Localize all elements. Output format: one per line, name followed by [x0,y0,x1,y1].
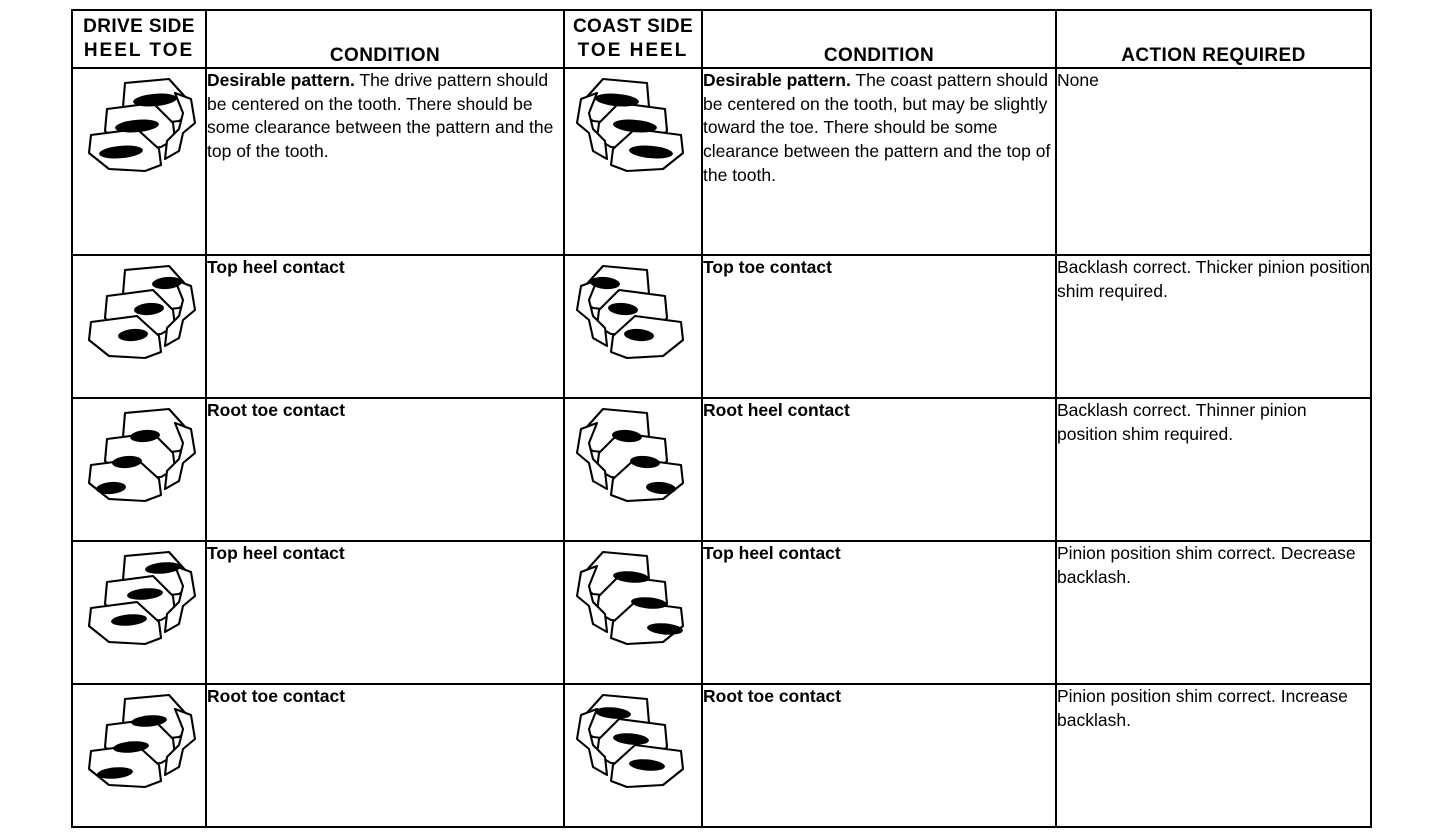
contact-patch-group [96,429,160,495]
header-drive-side-line2: HEEL TOE [83,40,195,61]
action-required-text: Pinion position shim correct. Decrease b… [1057,543,1356,587]
gear-teeth-drive-icon [87,693,197,789]
coast-pattern-illustration-cell [563,683,703,828]
coast-condition-cell: Desirable pattern. The coast pattern sho… [701,67,1057,256]
coast-condition-cell: Root toe contact [701,683,1057,828]
contact-patch-group [595,93,673,159]
drive-condition-cell: Root toe contact [205,397,565,542]
gear-teeth-coast-icon [575,693,685,789]
action-required-cell: Pinion position shim correct. Decrease b… [1055,540,1372,685]
coast-pattern-illustration-cell [563,540,703,685]
gear-teeth-coast-icon [575,264,685,360]
header-condition-drive-label: CONDITION [329,45,441,66]
drive-pattern-illustration-cell [71,67,207,256]
contact-patch-group [97,715,167,779]
header-action-required-label: ACTION REQUIRED [1121,45,1306,66]
drive-condition-lead: Desirable pattern. [207,70,355,90]
action-required-text: Backlash correct. Thicker pinion positio… [1057,257,1370,301]
contact-patch-group [595,707,665,771]
drive-condition-lead: Root toe contact [207,686,346,706]
coast-condition-cell: Top toe contact [701,254,1057,399]
drive-condition-cell: Root toe contact [205,683,565,828]
action-required-text: Pinion position shim correct. Increase b… [1057,686,1348,730]
action-required-text: Backlash correct. Thinner pinion positio… [1057,400,1307,444]
gear-teeth-drive-icon [87,77,197,173]
drive-condition-lead: Top heel contact [207,543,345,563]
header-condition-drive: CONDITION [205,9,565,69]
contact-patch-group [612,429,676,495]
table-header: DRIVE SIDE HEEL TOE CONDITION COAST SIDE… [71,9,1372,69]
contact-patch-group [590,276,654,342]
drive-condition-cell: Top heel contact [205,254,565,399]
header-coast-side-line2: TOE HEEL [577,40,689,61]
coast-condition-cell: Top heel contact [701,540,1057,685]
header-condition-coast-label: CONDITION [823,45,935,66]
drive-pattern-illustration-cell [71,254,207,399]
coast-condition-lead: Root toe contact [703,686,842,706]
action-required-cell: Backlash correct. Thicker pinion positio… [1055,254,1372,399]
drive-condition-lead: Top heel contact [207,257,345,277]
coast-condition-text: Desirable pattern. The coast pattern sho… [703,69,1055,187]
coast-pattern-illustration-cell [563,67,703,256]
drive-condition-body: The drive pattern should be centered on … [207,70,554,161]
gear-teeth-drive-icon [87,407,197,503]
header-drive-side: DRIVE SIDE HEEL TOE [71,9,207,69]
contact-patch-group [111,562,181,626]
gear-teeth-coast-icon [575,407,685,503]
action-required-cell: None [1055,67,1372,256]
drive-pattern-illustration-cell [71,683,207,828]
coast-pattern-illustration-cell [563,254,703,399]
coast-pattern-illustration-cell [563,397,703,542]
action-required-text: None [1057,70,1099,90]
coast-condition-body: The coast pattern should be centered on … [703,70,1051,185]
gear-teeth-drive-icon [87,550,197,646]
header-condition-coast: CONDITION [701,9,1057,69]
action-required-cell: Backlash correct. Thinner pinion positio… [1055,397,1372,542]
table-row: Desirable pattern. The drive pattern sho… [71,67,1372,256]
drive-condition-cell: Desirable pattern. The drive pattern sho… [205,67,565,256]
header-coast-side-line1: COAST SIDE [572,16,694,38]
coast-condition-cell: Root heel contact [701,397,1057,542]
header-drive-side-line1: DRIVE SIDE [83,16,195,38]
table-row: Root toe contact [71,397,1372,542]
header-row: DRIVE SIDE HEEL TOE CONDITION COAST SIDE… [71,9,1372,69]
gear-teeth-coast-icon [575,550,685,646]
coast-condition-lead: Top toe contact [703,257,832,277]
drive-condition-text: Desirable pattern. The drive pattern sho… [207,69,563,164]
contact-patch-group [99,93,177,159]
drive-condition-lead: Root toe contact [207,400,346,420]
action-required-cell: Pinion position shim correct. Increase b… [1055,683,1372,828]
contact-patch-group [613,571,683,635]
table-row: Root toe contact [71,683,1372,828]
table-body: Desirable pattern. The drive pattern sho… [71,67,1372,828]
coast-condition-lead: Root heel contact [703,400,850,420]
tooth-contact-pattern-table: DRIVE SIDE HEEL TOE CONDITION COAST SIDE… [71,9,1372,828]
drive-condition-cell: Top heel contact [205,540,565,685]
drive-pattern-illustration-cell [71,397,207,542]
header-coast-side: COAST SIDE TOE HEEL [563,9,703,69]
coast-condition-lead: Desirable pattern. [703,70,851,90]
drive-pattern-illustration-cell [71,540,207,685]
gear-teeth-drive-icon [87,264,197,360]
gear-teeth-coast-icon [575,77,685,173]
coast-condition-lead: Top heel contact [703,543,841,563]
table-row: Top heel contact [71,540,1372,685]
contact-patch-group [118,276,182,342]
table-row: Top heel contact [71,254,1372,399]
header-action-required: ACTION REQUIRED [1055,9,1372,69]
